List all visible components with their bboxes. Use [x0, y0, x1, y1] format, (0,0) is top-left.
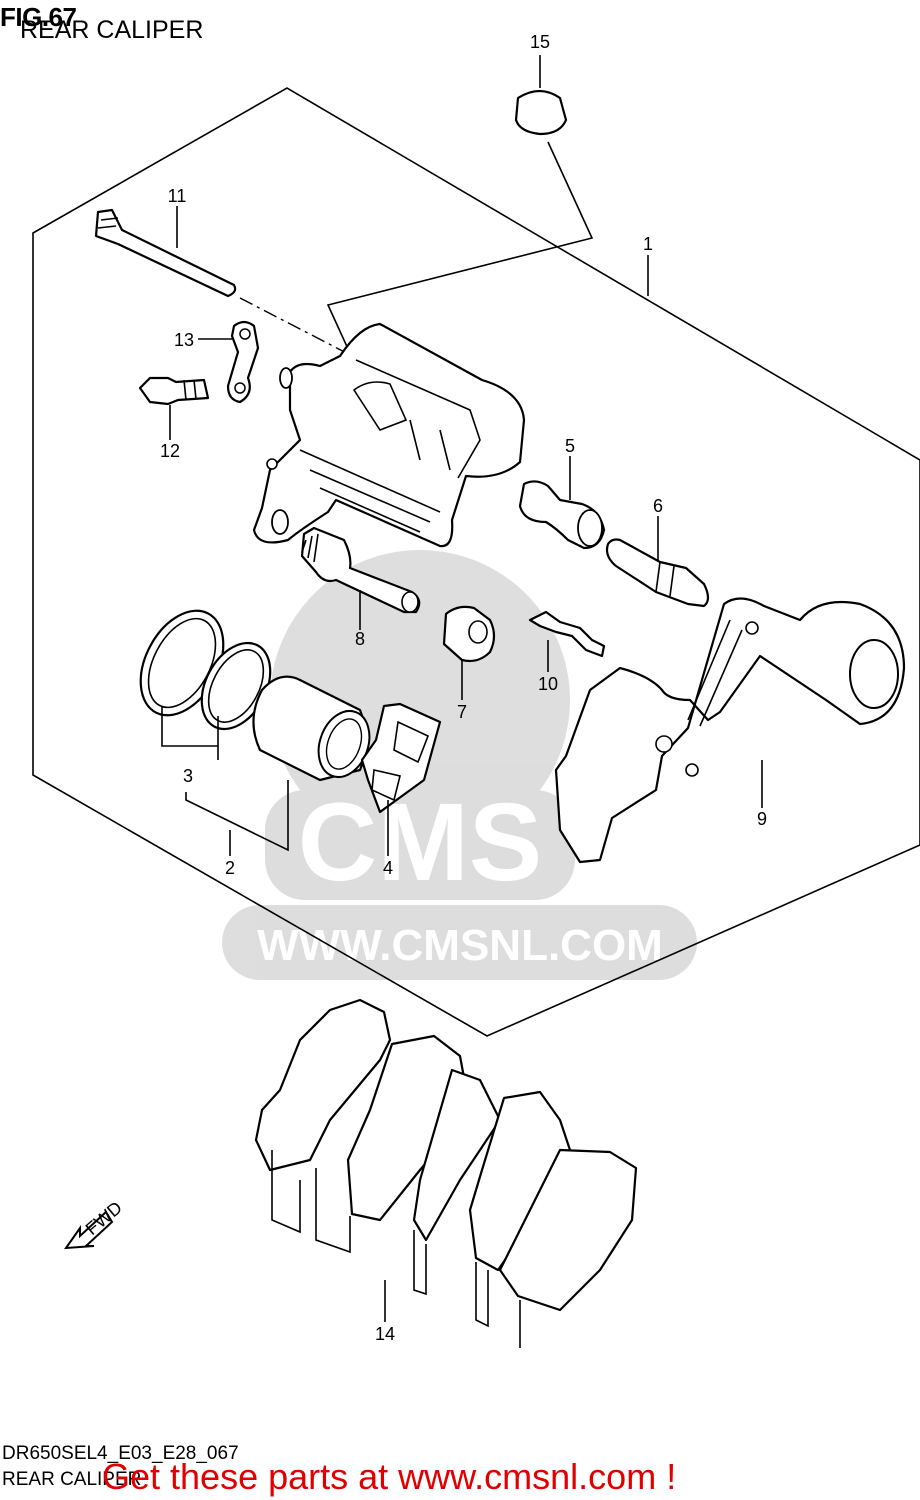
assembly-box: [32, 87, 920, 1037]
part-number: 1: [643, 234, 653, 254]
sleeve: [605, 538, 710, 608]
boot: [518, 480, 606, 550]
watermark-brand: CMS: [298, 781, 542, 904]
promo-link[interactable]: Get these parts at www.cmsnl.com !: [102, 1456, 677, 1497]
rubber-boot: [442, 605, 496, 663]
part-number: 13: [174, 330, 194, 350]
caliper-bracket: [554, 597, 906, 864]
piston-seals: [139, 609, 272, 731]
pad-spring: [528, 610, 606, 658]
part-number: 5: [565, 436, 575, 456]
diagram-code: DR650SEL4_E03_E28_067: [2, 1443, 239, 1464]
alignment-line: [239, 297, 361, 361]
part-number: 8: [355, 629, 365, 649]
part-number: 6: [653, 496, 663, 516]
part-number: 11: [168, 186, 187, 206]
part-number: 2: [225, 858, 235, 878]
figure-title: FIG.67: [0, 2, 77, 32]
fwd-arrow-icon: FWD: [63, 1197, 126, 1250]
diagram-caption: REAR CALIPER: [2, 1469, 142, 1490]
part-number: 10: [538, 674, 558, 694]
pin-bolt: [94, 208, 237, 298]
part-number: 12: [160, 441, 180, 461]
slide-pin: [300, 526, 421, 614]
fwd-label: FWD: [82, 1197, 126, 1239]
part-number: 14: [375, 1324, 395, 1344]
figure-subtitle: REAR CALIPER: [20, 16, 204, 44]
part-number: 4: [383, 858, 393, 878]
watermark-url: WWW.CMSNL.COM: [257, 921, 663, 970]
bracket: [226, 320, 260, 404]
leader-lines: [161, 55, 763, 1322]
bleeder-valve: [138, 376, 210, 406]
part-number: 7: [457, 702, 467, 722]
brake-pads: [254, 998, 638, 1348]
part-number: 9: [757, 809, 767, 829]
part-number-labels: 15 1 11 13 12 5 6 8 10 7 3 9 2 4 14: [160, 32, 767, 1344]
caliper-body: [252, 322, 526, 548]
spring-plate: [360, 702, 442, 814]
part-number: 15: [530, 32, 550, 52]
piston: [252, 675, 371, 782]
part-number: 3: [183, 766, 193, 786]
